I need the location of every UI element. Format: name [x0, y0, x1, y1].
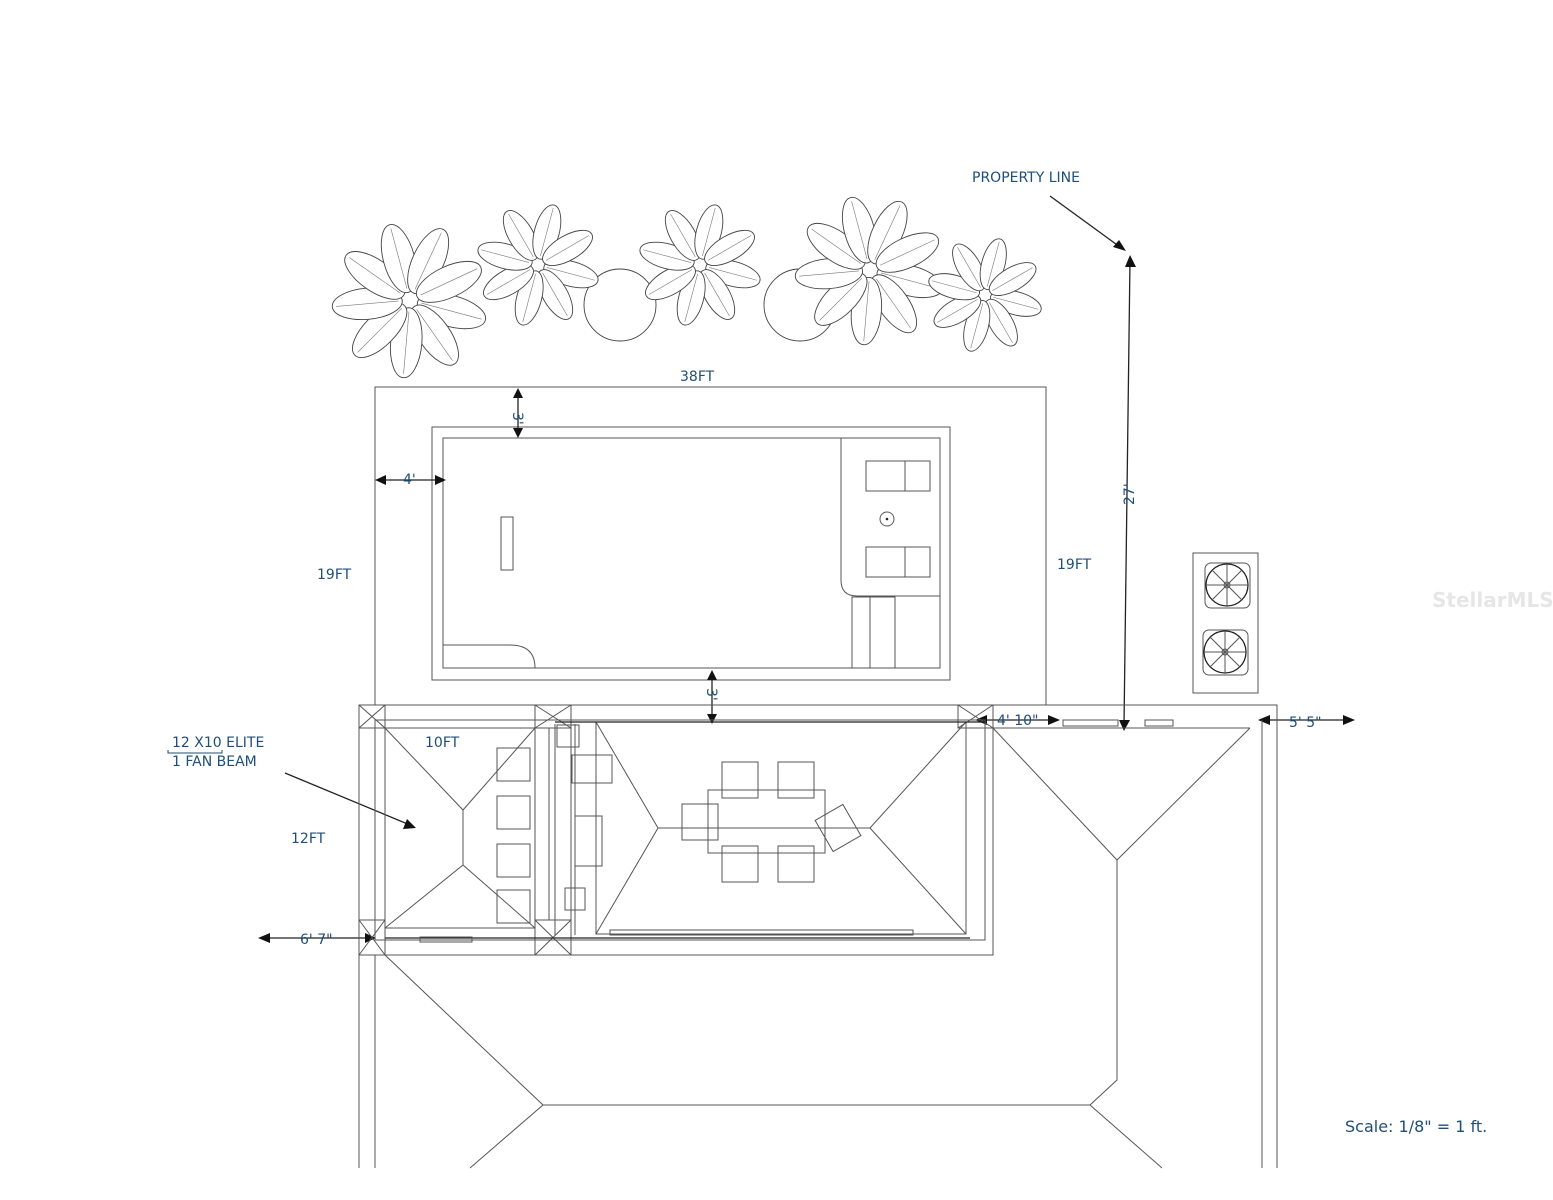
- palm-tree-icon: [639, 204, 761, 326]
- lounge-seats: [496, 747, 531, 924]
- deck-right-depth-label: 19FT: [1057, 557, 1092, 573]
- pool-steps: [851, 596, 896, 669]
- pergola-model-label: 12 X10 ELITE: [172, 735, 264, 751]
- dining-set: [681, 761, 862, 883]
- lounge-chair: [865, 460, 931, 492]
- pergola-structure: [358, 704, 1174, 956]
- pool-left-setback-label: 4': [403, 472, 416, 488]
- grill: [571, 754, 613, 784]
- pool-bench: [500, 516, 514, 571]
- palm-tree-icon: [331, 223, 487, 379]
- pool-deck: [374, 386, 1047, 706]
- pool-top-setback-label: 3': [509, 412, 525, 425]
- watermark: StellarMLS: [1432, 588, 1553, 612]
- shrub-icon: [583, 268, 657, 342]
- deck-left-depth-label: 19FT: [317, 567, 352, 583]
- deck-width-label: 38FT: [680, 369, 715, 385]
- right-offset-label: 4' 10": [997, 713, 1038, 729]
- umbrella-icon: [879, 511, 895, 527]
- pergola-depth-label: 12FT: [291, 831, 326, 847]
- pergola-width-label: 10FT: [425, 735, 460, 751]
- counter: [574, 815, 603, 867]
- palm-tree-icon: [477, 204, 599, 326]
- palm-tree-icon: [928, 238, 1042, 352]
- lounge-chair: [865, 546, 931, 578]
- right-setback-label: 5' 5": [1289, 715, 1322, 731]
- sink-icon: [564, 887, 586, 911]
- left-setback-label: 6' 7": [300, 932, 333, 948]
- palm-trees: [331, 196, 1042, 379]
- pool: [431, 426, 951, 681]
- house-roof: [358, 704, 1278, 1169]
- palm-tree-icon: [794, 196, 944, 346]
- pool-bottom-setback-label: 3': [703, 688, 719, 701]
- pergola-fan-label: 1 FAN BEAM: [172, 754, 257, 770]
- scale-label: Scale: 1/8" = 1 ft.: [1345, 1117, 1487, 1136]
- ac-unit: [1192, 552, 1259, 694]
- property-line-label: PROPERTY LINE: [972, 170, 1080, 186]
- property-distance-label: 27': [1122, 483, 1138, 505]
